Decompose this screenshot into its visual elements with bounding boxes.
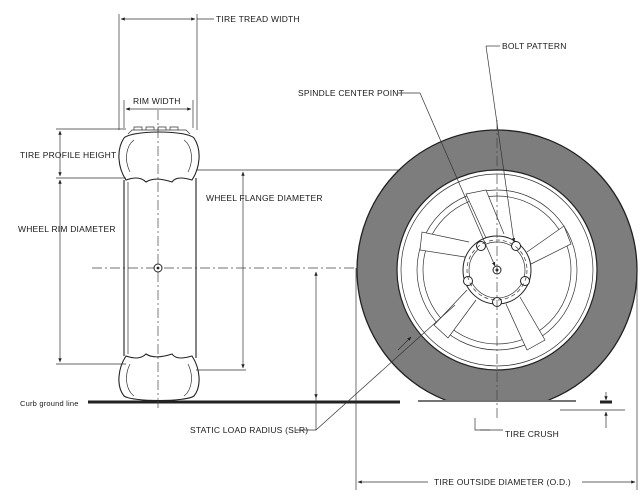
tire-cross-section — [118, 110, 200, 410]
tire-tread-width-label: TIRE TREAD WIDTH — [216, 14, 300, 24]
static-load-radius-label: STATIC LOAD RADIUS (SLR) — [190, 425, 308, 435]
spindle-leader — [419, 92, 496, 267]
bolt-pattern-label: BOLT PATTERN — [502, 41, 567, 51]
spindle-center-point-label: SPINDLE CENTER POINT — [298, 88, 404, 98]
tire-profile-height-label: TIRE PROFILE HEIGHT — [20, 150, 116, 160]
tire-outside-diameter-label: TIRE OUTSIDE DIAMETER (O.D.) — [434, 477, 571, 487]
tire-crush-label: TIRE CRUSH — [505, 429, 559, 439]
bolt-pattern-leader — [485, 45, 516, 243]
wheel-rim-diameter-label: WHEEL RIM DIAMETER — [18, 224, 116, 234]
rim-width-label: RIM WIDTH — [133, 96, 181, 106]
curb-ground-line-label: Curb ground line — [20, 399, 79, 408]
wheel-flange-diameter-label: WHEEL FLANGE DIAMETER — [206, 193, 323, 203]
